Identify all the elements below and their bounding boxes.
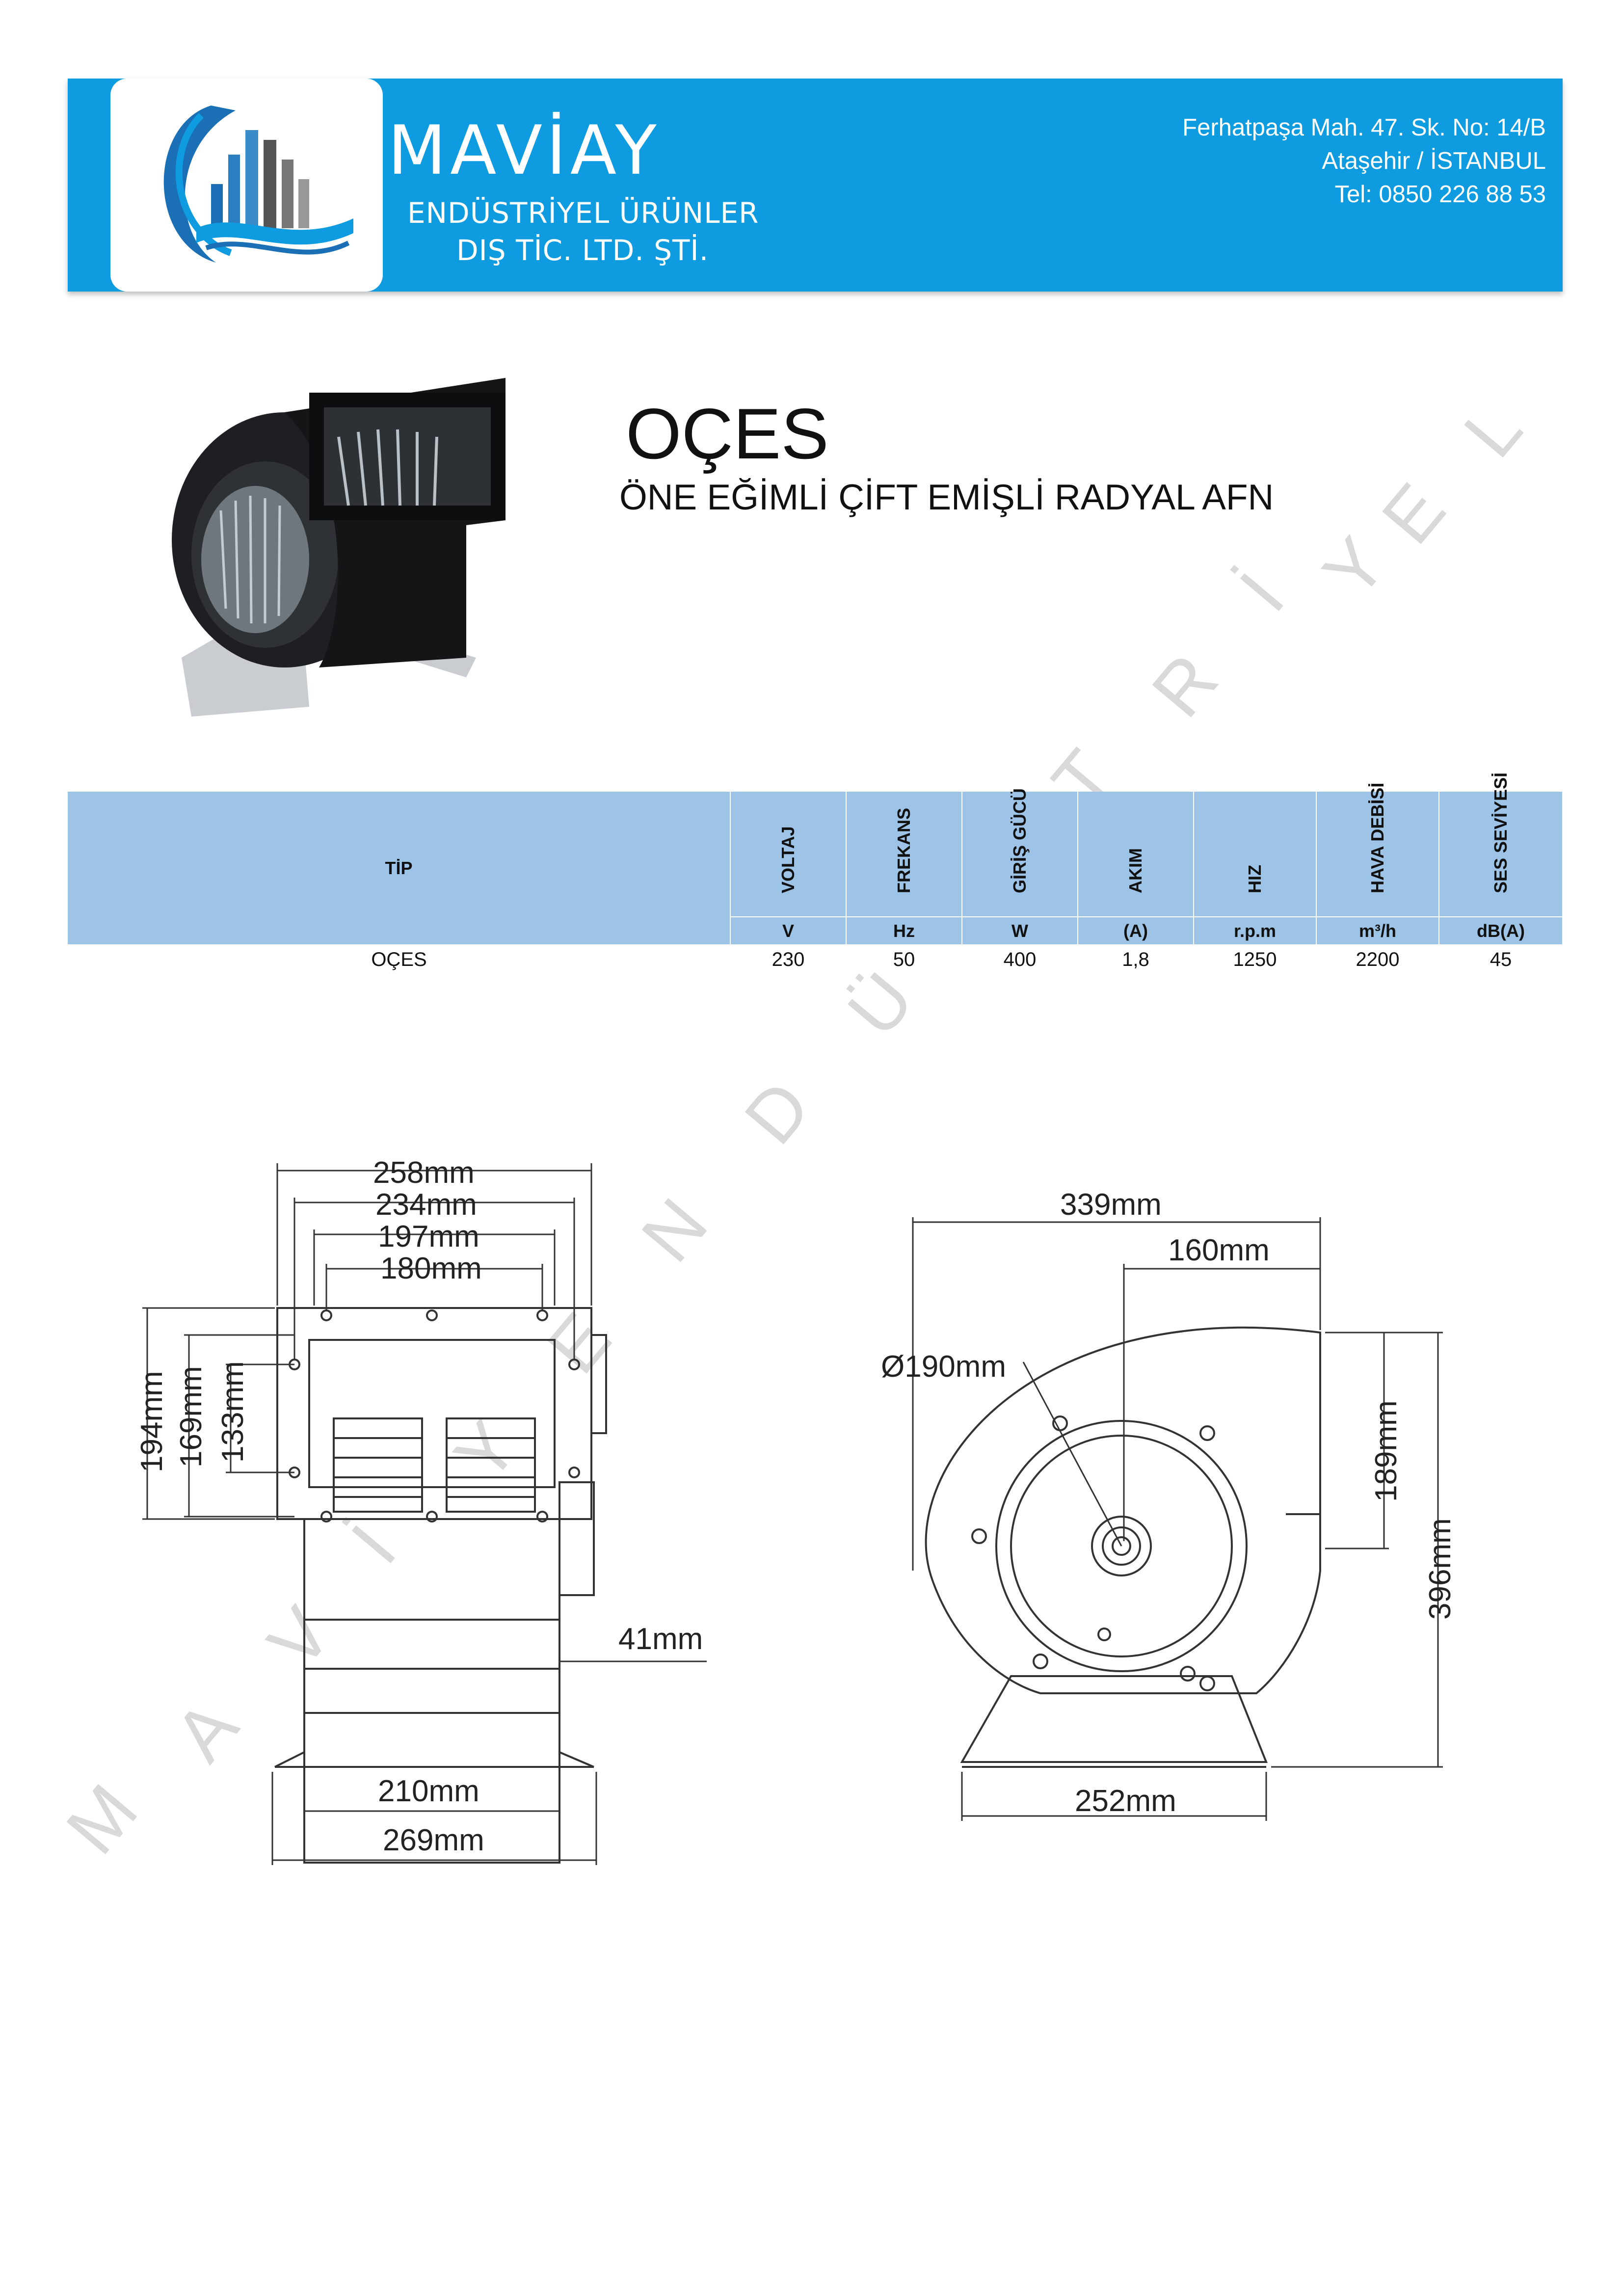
col-header-airflow: HAVA DEBİSİ bbox=[1316, 782, 1439, 917]
dim-210: 210mm bbox=[378, 1774, 479, 1808]
col-header-power: GİRİŞ GÜCÜ bbox=[962, 788, 1078, 917]
side-view-drawing bbox=[925, 1326, 1321, 1768]
front-view-drawing bbox=[274, 1307, 607, 1864]
dim-160: 160mm bbox=[1168, 1233, 1270, 1267]
cell-noise: 45 bbox=[1490, 948, 1512, 970]
table-units-row: V Hz W (A) r.p.m m³/h dB(A) bbox=[68, 917, 1563, 945]
address-line: Ferhatpaşa Mah. 47. Sk. No: 14/B bbox=[1182, 114, 1546, 141]
unit-frequency: Hz bbox=[846, 917, 962, 945]
cell-speed: 1250 bbox=[1233, 948, 1277, 970]
dim-269: 269mm bbox=[383, 1823, 484, 1857]
cell-type: OÇES bbox=[371, 948, 427, 970]
watermark-letter: E bbox=[1366, 468, 1461, 559]
unit-airflow: m³/h bbox=[1316, 917, 1439, 945]
col-header-label: FREKANS bbox=[894, 807, 914, 893]
watermark-letter: L bbox=[1448, 388, 1538, 473]
dim-133: 133mm bbox=[216, 1361, 250, 1463]
col-header-label: VOLTAJ bbox=[778, 826, 798, 893]
watermark-letter: R bbox=[1136, 638, 1233, 732]
technical-drawings: 258mm 234mm 197mm 180mm 194mm 169mm 133m… bbox=[135, 1156, 1457, 1865]
col-header-speed: HIZ bbox=[1194, 792, 1317, 917]
col-header-frequency: FREKANS bbox=[846, 792, 962, 917]
spec-table: TİP VOLTAJ FREKANS GİRİŞ GÜCÜ AKIM HIZ H… bbox=[68, 772, 1563, 974]
dim-258: 258mm bbox=[373, 1156, 475, 1190]
unit-current: (A) bbox=[1078, 917, 1194, 945]
dim-41: 41mm bbox=[618, 1622, 703, 1656]
unit-noise: dB(A) bbox=[1439, 917, 1563, 945]
table-row: OÇES 230 50 400 1,8 1250 2200 45 bbox=[68, 945, 1563, 974]
dim-339: 339mm bbox=[1060, 1188, 1162, 1222]
brand-name: MAVİAY bbox=[388, 111, 661, 190]
dim-180: 180mm bbox=[380, 1252, 482, 1285]
table-header-row: TİP VOLTAJ FREKANS GİRİŞ GÜCÜ AKIM HIZ H… bbox=[68, 772, 1563, 945]
company-address: Ferhatpaşa Mah. 47. Sk. No: 14/B Ataşehi… bbox=[1080, 111, 1546, 211]
dim-396: 396mm bbox=[1423, 1518, 1457, 1620]
phone-line: Tel: 0850 226 88 53 bbox=[1334, 181, 1546, 208]
watermark-letter: İ bbox=[1223, 558, 1300, 627]
col-header-label: HIZ bbox=[1245, 865, 1265, 893]
watermark-letter: Y bbox=[1307, 522, 1402, 613]
dim-194: 194mm bbox=[135, 1371, 169, 1472]
brand-tagline-1: ENDÜSTRİYEL ÜRÜNLER bbox=[407, 196, 759, 230]
brand-tagline-2: DIŞ TİC. LTD. ŞTİ. bbox=[456, 234, 709, 267]
col-header-noise: SES SEVİYESİ bbox=[1439, 772, 1563, 917]
col-header-label: AKIM bbox=[1125, 848, 1145, 893]
dim-169: 169mm bbox=[174, 1366, 208, 1468]
unit-speed: r.p.m bbox=[1194, 917, 1317, 945]
col-header-type: TİP bbox=[68, 792, 731, 945]
col-header-label: SES SEVİYESİ bbox=[1490, 772, 1511, 893]
cell-voltage: 230 bbox=[772, 948, 805, 970]
product-title: OÇES bbox=[626, 394, 829, 474]
product-photo bbox=[172, 378, 506, 717]
company-logo-icon bbox=[163, 106, 353, 263]
unit-voltage: V bbox=[730, 917, 847, 945]
address-line: Ataşehir / İSTANBUL bbox=[1322, 148, 1546, 174]
dim-234: 234mm bbox=[375, 1188, 477, 1222]
cell-current: 1,8 bbox=[1122, 948, 1149, 970]
col-header-current: AKIM bbox=[1078, 792, 1194, 917]
unit-power: W bbox=[962, 917, 1078, 945]
col-header-label: GİRİŞ GÜCÜ bbox=[1010, 788, 1030, 893]
product-subtitle: ÖNE EĞİMLİ ÇİFT EMİŞLİ RADYAL AFN bbox=[619, 478, 1274, 517]
dim-189: 189mm bbox=[1369, 1400, 1403, 1502]
cell-airflow: 2200 bbox=[1356, 948, 1400, 970]
dim-197: 197mm bbox=[378, 1220, 479, 1254]
col-header-label: HAVA DEBİSİ bbox=[1367, 782, 1387, 893]
dim-dia190: Ø190mm bbox=[881, 1350, 1006, 1384]
col-header-voltage: VOLTAJ bbox=[730, 792, 847, 917]
cell-frequency: 50 bbox=[893, 948, 915, 970]
cell-power: 400 bbox=[1003, 948, 1037, 970]
dim-252: 252mm bbox=[1075, 1784, 1176, 1818]
